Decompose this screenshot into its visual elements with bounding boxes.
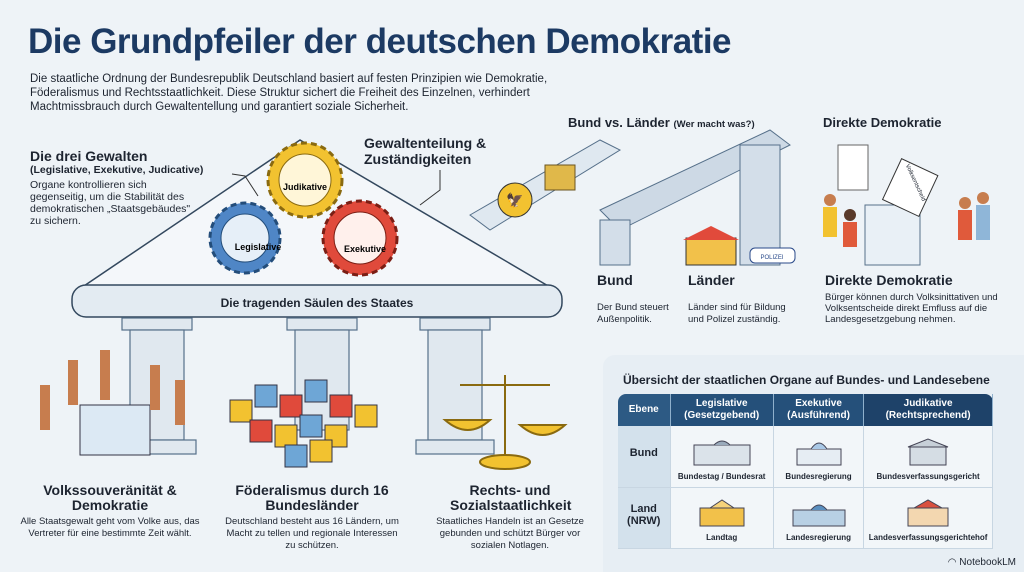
roof-beam xyxy=(71,284,563,318)
svg-text:POLIZEI: POLIZEI xyxy=(760,255,783,261)
svg-text:🦅: 🦅 xyxy=(506,191,523,209)
direkte-heading: Direkte Demokratie xyxy=(823,115,942,130)
building-icon xyxy=(693,440,751,465)
direkte-title: Direkte Demokratie xyxy=(825,272,953,288)
pillar-text: Alle Staatsgewalt geht vom Volke aus, da… xyxy=(20,516,200,539)
svg-text:Legislative: Legislative xyxy=(235,242,282,252)
table-title: Übersicht der staatlichen Organe auf Bun… xyxy=(623,373,990,387)
building-icon xyxy=(699,498,745,526)
organs-table: Ebene Legislative (Gesetzgebend) Exekuti… xyxy=(618,394,993,549)
bund-title: Bund xyxy=(597,272,633,288)
svg-text:Judikative: Judikative xyxy=(283,182,327,192)
gewalten-heading: Die drei Gewalten xyxy=(30,148,148,164)
column-header: Exekutive (Ausführend) xyxy=(773,394,865,426)
table-cell: Landesverfassungsgerichtehof xyxy=(863,487,993,549)
pillar-volkssouveraenitaet: Volkssouveränität & Demokratie Alle Staa… xyxy=(20,483,200,540)
table-row: Bund Bundestag / Bundesrat Bundesregieru… xyxy=(618,426,993,488)
table-cell: Landtag xyxy=(670,487,774,549)
pillar-rechtsstaat: Rechts- und Sozialstaatlichkeit Staatlic… xyxy=(425,483,595,552)
pillar-title: Föderalismus durch 16 Bundesländer xyxy=(235,482,389,513)
building-icon xyxy=(792,504,846,526)
eagle-emblem-icon xyxy=(497,182,533,218)
pillar-title: Volkssouveränität & Demokratie xyxy=(43,482,177,513)
laender-text: Länder sind für Bildung und Polizel zust… xyxy=(688,302,786,325)
bund-laender-heading: Bund vs. Länder (Wer macht was?) xyxy=(568,115,755,130)
scales-of-justice-icon xyxy=(442,375,568,470)
direkte-text: Bürger können durch Volksinittativen und… xyxy=(825,292,998,325)
table-cell: Bundesregierung xyxy=(773,426,865,488)
police-car-icon xyxy=(749,247,796,264)
scroll-icon xyxy=(837,144,869,191)
school-icon xyxy=(685,237,737,266)
row-header: Bund xyxy=(618,426,671,488)
table-cell: Bundesverfassungsgericht xyxy=(863,426,993,488)
ballot-box-icon xyxy=(864,204,921,266)
column-header: Judikative (Rechtsprechend) xyxy=(863,394,993,426)
pillar-text: Staatliches Handeln ist an Gesetze gebun… xyxy=(436,516,584,551)
bund-text: Der Bund steuert Außenpolitik. xyxy=(597,302,669,325)
building-icon xyxy=(796,442,842,465)
pillar-foederalismus: Föderalismus durch 16 Bundesländer Deuts… xyxy=(222,483,402,552)
roof-label: Die tragenden Säulen des Staates xyxy=(220,296,414,310)
pillar-text: Deutschland besteht aus 16 Ländern, um M… xyxy=(225,516,399,551)
column-header: Ebene xyxy=(618,394,671,426)
page-title: Die Grundpfeiler der deutschen Demokrati… xyxy=(28,22,732,61)
table-cell: Bundestag / Bundesrat xyxy=(670,426,774,488)
laender-title: Länder xyxy=(688,272,735,288)
row-header: Land (NRW) xyxy=(618,487,671,549)
table-header-row: Ebene Legislative (Gesetzgebend) Exekuti… xyxy=(618,394,993,426)
table-cell: Landesregierung xyxy=(773,487,865,549)
intro-text: Die staatliche Ordnung der Bundesrepubli… xyxy=(30,73,548,113)
brandenburg-gate-icon xyxy=(544,164,576,191)
building-icon xyxy=(907,498,949,526)
building-icon xyxy=(907,437,949,465)
notebooklm-logo: ◠ NotebookLM xyxy=(947,557,1016,568)
ballot-box-icon xyxy=(79,404,151,456)
organs-overview-panel: Übersicht der staatlichen Organe auf Bun… xyxy=(603,355,1024,572)
column-header: Legislative (Gesetzgebend) xyxy=(670,394,774,426)
gewalten-subheading: (Legislative, Exekutive, Judicative) xyxy=(30,164,204,176)
pillar-title: Rechts- und Sozialstaatlichkeit xyxy=(450,482,572,513)
gewalten-text: Organe kontrollieren sich gegenseitig, u… xyxy=(30,179,191,227)
svg-text:Exekutive: Exekutive xyxy=(344,244,386,254)
table-row: Land (NRW) Landtag Landesregierung Lande… xyxy=(618,487,993,549)
gewalten-section: Die drei Gewalten (Legislative, Exekutiv… xyxy=(30,148,250,227)
gewaltenteilung-label: Gewaltenteilung & Zuständigkeiten xyxy=(364,135,487,167)
